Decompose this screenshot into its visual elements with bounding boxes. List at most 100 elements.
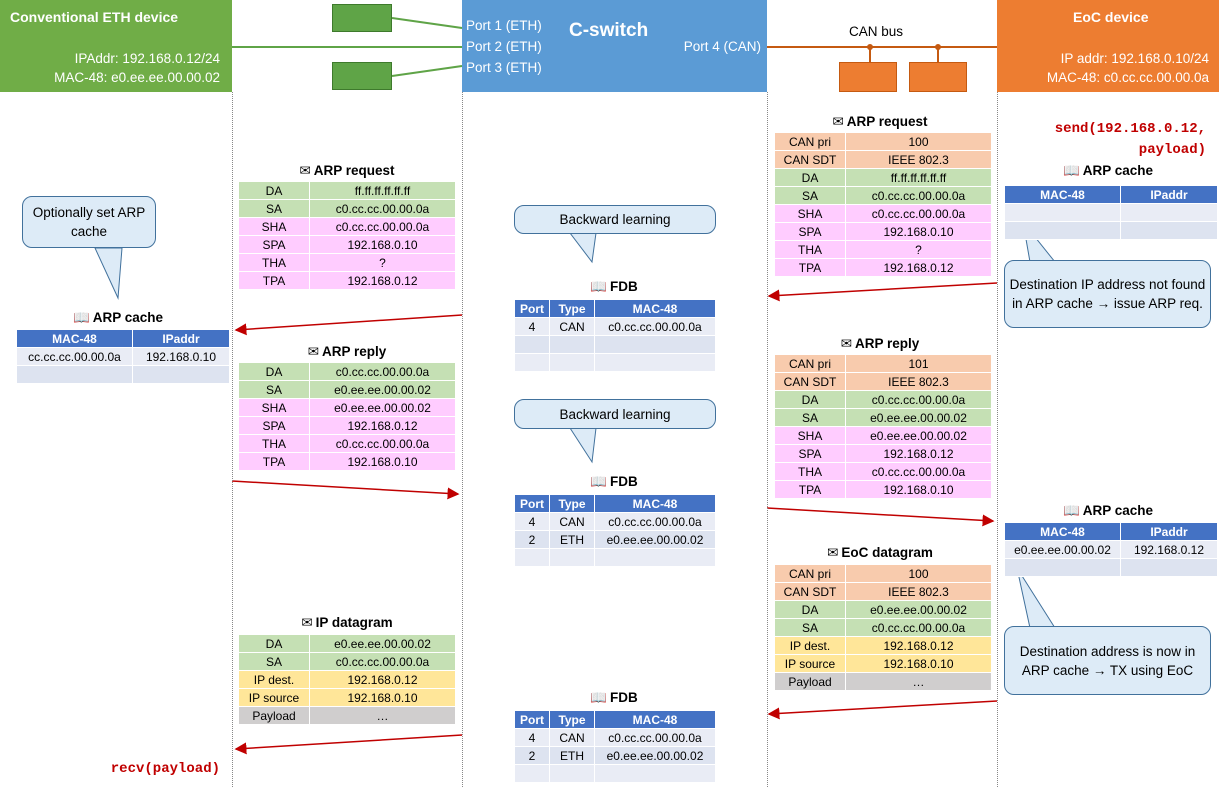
callout-tail-backward2 (569, 427, 597, 464)
table-cell: CAN (549, 317, 595, 336)
table-cell (594, 548, 716, 567)
field-name: CAN pri (774, 354, 846, 373)
table-cell (594, 353, 716, 372)
field-value: IEEE 802.3 (845, 150, 992, 169)
field-value: ff.ff.ff.ff.ff.ff (309, 181, 456, 200)
arp-reply-eth-title-text: ARP reply (322, 344, 387, 359)
field-value: 192.168.0.12 (309, 271, 456, 290)
field-value: 192.168.0.10 (845, 480, 992, 499)
table-cell: 4 (514, 728, 550, 747)
lifeline-switch-left (462, 92, 463, 787)
field-name: THA (774, 462, 846, 481)
field-value: e0.ee.ee.00.00.02 (845, 600, 992, 619)
arrow-arp-reply-eth (231, 480, 460, 500)
book-icon: 📖 (590, 474, 608, 489)
field-value: ff.ff.ff.ff.ff.ff (845, 168, 992, 187)
column-header: IPaddr (1120, 185, 1218, 204)
table-cell (1004, 558, 1121, 577)
field-name: CAN SDT (774, 150, 846, 169)
field-name: TPA (774, 258, 846, 277)
field-value: 192.168.0.10 (845, 222, 992, 241)
eth-arp-cache-title-text: ARP cache (92, 310, 164, 325)
field-value: c0.cc.cc.00.00.0a (845, 618, 992, 637)
table-cell: c0.cc.cc.00.00.0a (594, 728, 716, 747)
switch-port-3: Port 3 (ETH) (466, 60, 542, 75)
field-name: SHA (238, 398, 310, 417)
can-node-1 (839, 62, 897, 92)
field-value: e0.ee.ee.00.00.02 (309, 380, 456, 399)
field-row: Payload… (238, 706, 456, 725)
field-name: SA (774, 618, 846, 637)
field-name: IP dest. (238, 670, 310, 689)
field-name: CAN SDT (774, 582, 846, 601)
eth-node-1 (332, 4, 392, 32)
field-value: IEEE 802.3 (845, 582, 992, 601)
field-name: SA (774, 408, 846, 427)
table-cell: 192.168.0.10 (132, 347, 230, 366)
field-name: SA (774, 186, 846, 205)
book-icon: 📖 (1062, 503, 1080, 518)
fdb-1-title: 📖FDB (514, 279, 714, 295)
eoc-arp-cache-1-title: 📖ARP cache (1008, 163, 1208, 179)
table-cell: e0.ee.ee.00.00.02 (594, 746, 716, 765)
lifeline-eoc-device (997, 92, 998, 787)
field-name: SPA (774, 444, 846, 463)
field-value: 192.168.0.10 (309, 688, 456, 707)
eoc-device-ip: IP addr: 192.168.0.10/24 (1060, 51, 1209, 66)
lifeline-eth-device (232, 92, 233, 787)
callout-backward-learning-1: Backward learning (514, 205, 716, 234)
eth-node-3 (332, 62, 392, 90)
switch-port-1: Port 1 (ETH) (466, 18, 542, 33)
table-cell: e0.ee.ee.00.00.02 (1004, 540, 1121, 559)
can-junction-2 (935, 44, 941, 50)
field-value: 101 (845, 354, 992, 373)
field-name: THA (238, 434, 310, 453)
field-value: c0.cc.cc.00.00.0a (309, 434, 456, 453)
table-cell (514, 335, 550, 354)
field-row: THA? (774, 240, 992, 259)
table-cell (594, 764, 716, 783)
send-call: send(192.168.0.12, payload) (1054, 121, 1206, 158)
field-name: SA (238, 199, 310, 218)
field-name: THA (774, 240, 846, 259)
field-row: Payload… (774, 672, 992, 691)
eoc-device-title: EoC device (1073, 9, 1149, 25)
eoc-device-box: EoC device IP addr: 192.168.0.10/24 MAC-… (997, 0, 1219, 92)
arp-request-eth-title-text: ARP request (313, 163, 395, 178)
field-value: 192.168.0.10 (845, 654, 992, 673)
table-cell (594, 335, 716, 354)
can-junction-1 (867, 44, 873, 50)
eoc-arp-cache-2-title-text: ARP cache (1082, 503, 1154, 518)
book-icon: 📖 (72, 310, 90, 325)
table-cell: 4 (514, 512, 550, 531)
field-name: SHA (774, 204, 846, 223)
field-name: DA (238, 634, 310, 653)
c-switch-box: Port 1 (ETH) Port 2 (ETH) Port 3 (ETH) C… (462, 0, 767, 92)
eoc-datagram-title-text: EoC datagram (841, 545, 933, 560)
callout-tail-optional (94, 247, 123, 300)
column-header: MAC-48 (1004, 185, 1121, 204)
callout-tail-now-in (1016, 567, 1056, 629)
column-header: Type (549, 710, 595, 729)
eth-device-box: Conventional ETH device IPAddr: 192.168.… (0, 0, 232, 92)
